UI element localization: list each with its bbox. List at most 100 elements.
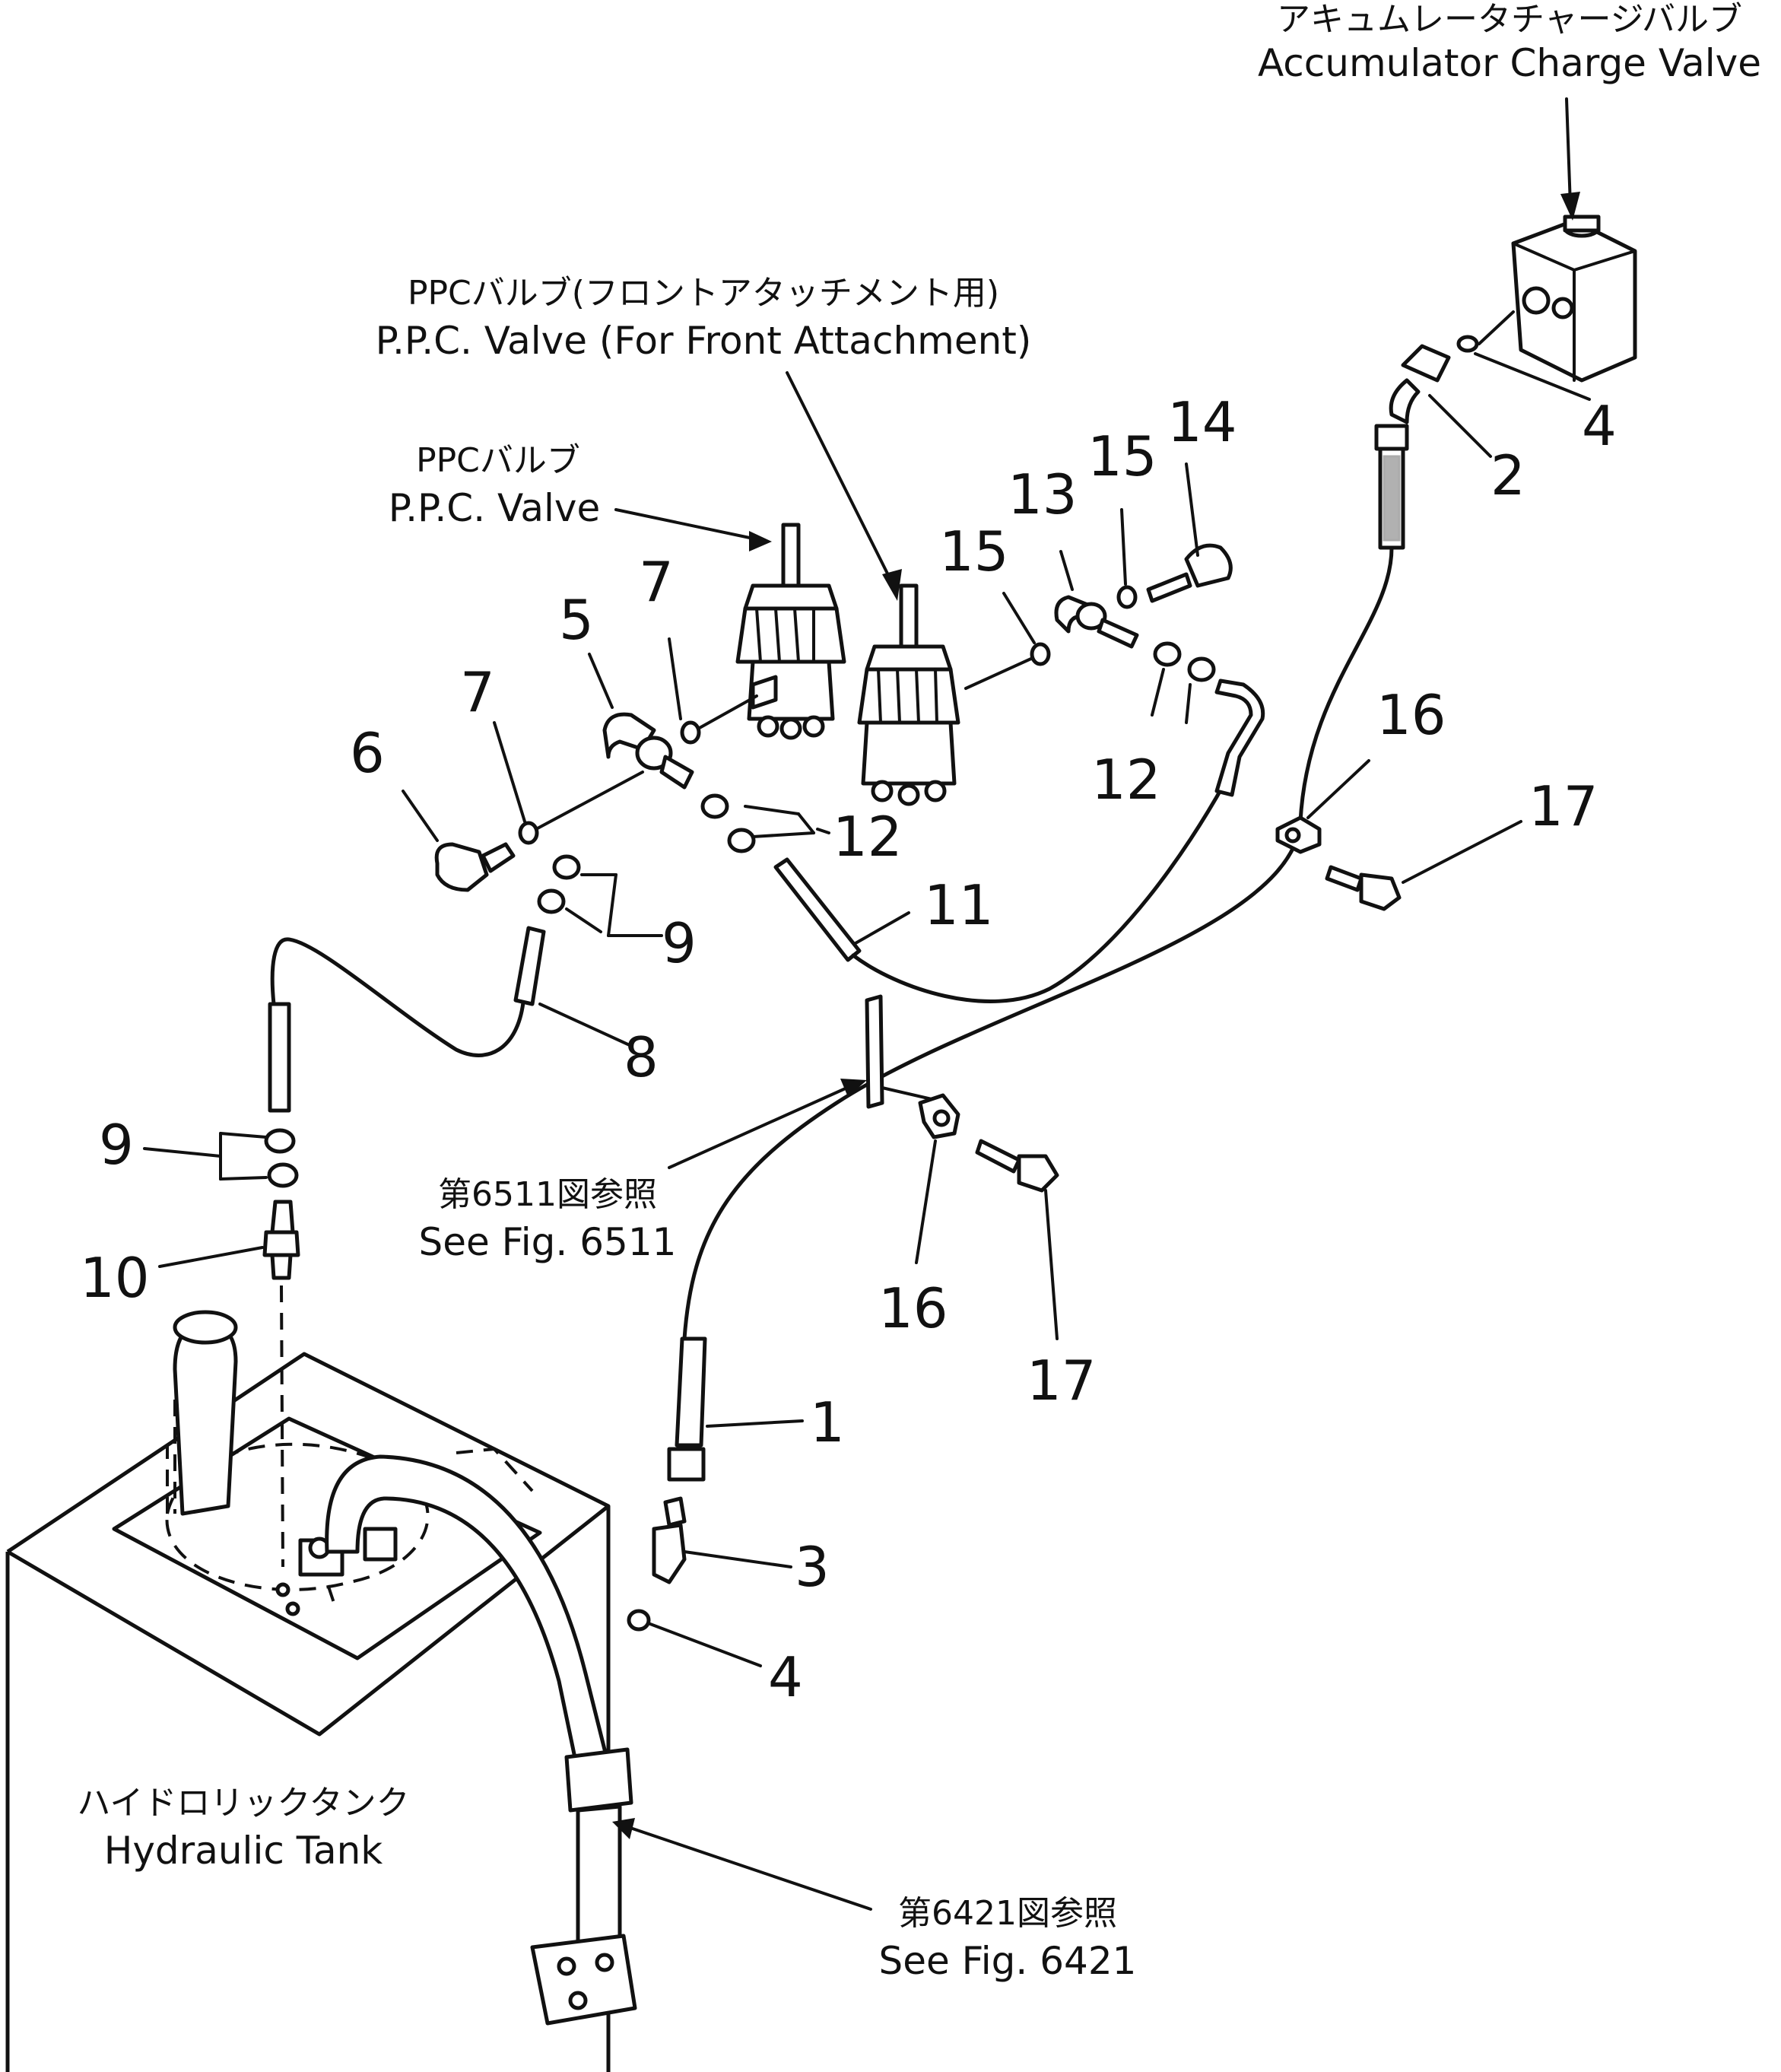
leader-12-right-b (1185, 683, 1192, 724)
label-accumulator-en: Accumulator Charge Valve (1258, 41, 1761, 85)
callout-9-lower: 9 (99, 1113, 134, 1177)
leader-16-upper (1306, 759, 1370, 819)
o-ring-15-left (1030, 642, 1051, 666)
label-ppc-front-jp: PPCバルブ(フロントアタッチメント用) (408, 274, 999, 313)
callout-1: 1 (810, 1390, 845, 1454)
callout-14: 14 (1167, 390, 1237, 454)
hose-11 (773, 678, 1265, 1003)
leader-12-left-d (816, 828, 830, 834)
leader-12-left-a (744, 805, 800, 815)
o-ring-4-top (1456, 335, 1479, 353)
label-fig6511-en: See Fig. 6511 (419, 1220, 677, 1264)
leader-1 (706, 1419, 804, 1428)
leader-6 (402, 790, 439, 842)
leader-13 (1059, 550, 1074, 591)
dash-link (964, 656, 1034, 690)
leader-3 (683, 1550, 792, 1568)
label-fig6421-en: See Fig. 6421 (879, 1939, 1137, 1983)
leader-ppc (614, 508, 762, 542)
o-ring-7-upper (680, 720, 701, 745)
o-ring-7-lower (518, 821, 539, 845)
callout-7-upper: 7 (639, 550, 674, 614)
leader-9-upper-c (607, 873, 617, 937)
leader-15-left (1002, 592, 1036, 644)
callout-9-upper: 9 (662, 911, 697, 975)
clamps-12-right (1153, 641, 1216, 682)
ppc-valve-rear (735, 523, 846, 740)
leader-12-left-b (751, 831, 815, 838)
arrow-head (840, 1079, 867, 1097)
elbow-13 (1054, 595, 1139, 649)
label-fig6421-jp: 第6421図参照 (898, 1894, 1117, 1933)
label-ppc-en: P.P.C. Valve (389, 486, 600, 530)
leader-14 (1185, 462, 1199, 557)
fitting-10 (262, 1200, 300, 1280)
callout-15-right: 15 (1087, 424, 1157, 488)
callout-3: 3 (795, 1535, 830, 1599)
elbow-fitting-3 (652, 1496, 687, 1584)
label-ppc-front-en: P.P.C. Valve (For Front Attachment) (376, 319, 1032, 363)
callout-17-upper: 17 (1529, 774, 1598, 838)
leader-9-upper-b (565, 907, 602, 933)
label-tank-jp: ハイドロリックタンク (77, 1784, 409, 1823)
leader-9-lower-c (219, 1132, 268, 1139)
arrow-head (882, 569, 902, 601)
leader-17-lower (1044, 1189, 1059, 1340)
callout-4-bottom: 4 (768, 1645, 803, 1709)
tee-fitting-5 (602, 712, 694, 790)
arrow-head (612, 1818, 635, 1839)
callout-4-top: 4 (1582, 394, 1617, 458)
elbow-fitting-2 (1389, 344, 1492, 458)
hose-8 (268, 926, 546, 1113)
label-tank-en: Hydraulic Tank (104, 1829, 383, 1873)
callout-11: 11 (924, 873, 994, 937)
callout-7-lower: 7 (460, 660, 495, 724)
callout-2: 2 (1491, 443, 1525, 507)
callout-8: 8 (624, 1025, 659, 1089)
callout-10: 10 (80, 1246, 150, 1310)
leader-5 (588, 653, 614, 709)
center-line-10 (280, 1285, 284, 1568)
bolt-17-upper (1325, 865, 1402, 911)
clamps-12-left (700, 793, 756, 853)
leader-11 (854, 911, 910, 945)
leader-12-right-a (1151, 668, 1165, 717)
callout-12-left: 12 (833, 805, 903, 869)
label-accumulator-jp: アキュムレータチャージバルブ (1277, 0, 1742, 39)
o-ring-4-bottom (627, 1609, 651, 1632)
bracket-6511 (865, 994, 933, 1109)
leader-6511 (668, 1082, 857, 1169)
leader-8 (538, 1003, 633, 1047)
callout-16-upper: 16 (1376, 683, 1446, 747)
plug-6 (434, 842, 516, 892)
arrow-head (749, 531, 772, 551)
leader-17-upper (1402, 820, 1522, 884)
leader-4-bottom (649, 1622, 762, 1667)
callout-13: 13 (1008, 462, 1078, 526)
callout-15-left: 15 (939, 520, 1009, 583)
bolt-17-lower (975, 1139, 1059, 1193)
leader-ppc-front (786, 371, 895, 587)
clamp-16-lower (918, 1093, 960, 1139)
leader-16-lower (915, 1139, 937, 1264)
leader-6421 (622, 1824, 872, 1911)
label-ppc-jp: PPCバルブ (416, 441, 580, 480)
leader-7-lower (493, 721, 526, 823)
callout-6: 6 (350, 721, 385, 785)
return-pipe-6421 (325, 1454, 637, 2026)
leader-10 (158, 1246, 264, 1268)
label-fig6511-jp: 第6511図参照 (438, 1175, 657, 1214)
dash-link (535, 771, 644, 831)
hydraulic-tank (5, 1310, 611, 2072)
leader-7-upper (668, 637, 682, 720)
clamps-9-lower (264, 1128, 299, 1188)
callout-17-lower: 17 (1027, 1349, 1097, 1413)
leader-9-lower-a (143, 1147, 222, 1158)
hose-accumulator (682, 424, 1409, 1341)
leader-9-lower-d (219, 1176, 268, 1181)
arrow-head (1560, 192, 1580, 221)
callout-5: 5 (559, 588, 594, 652)
accumulator-leader (1565, 97, 1572, 207)
leader-12-left-c (797, 812, 815, 834)
